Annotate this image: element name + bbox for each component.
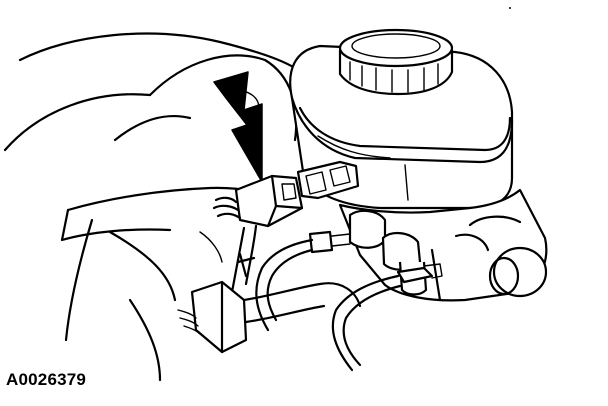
fluid-level-sensor-connector [212, 160, 360, 228]
reservoir-cap [338, 28, 454, 96]
registration-dot [509, 7, 511, 9]
figure-id-label: A0026379 [6, 370, 87, 389]
pointer-arrow-icon [213, 71, 263, 183]
brake-line-fittings [308, 209, 443, 296]
wiring-harness [177, 224, 362, 354]
engine-bay-background [3, 32, 307, 382]
master-cylinder-body [338, 188, 548, 302]
brake-lines [255, 238, 402, 372]
